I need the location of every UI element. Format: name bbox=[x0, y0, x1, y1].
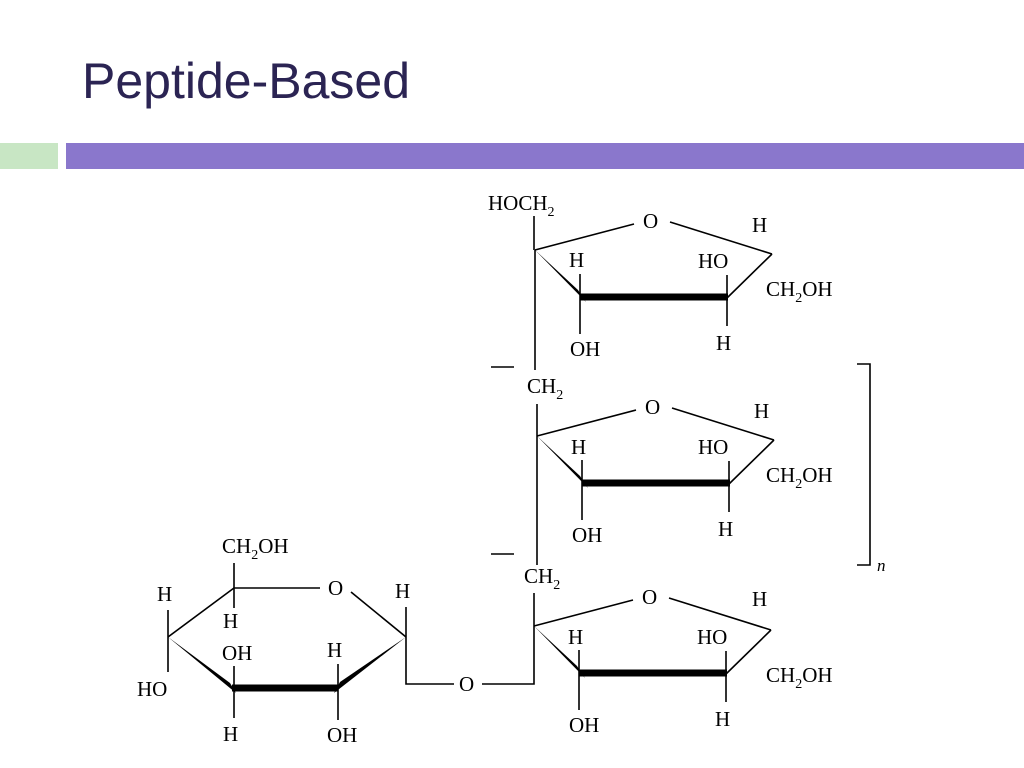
glc-oh-c2-down: OH bbox=[327, 723, 357, 747]
accent-bar-left bbox=[0, 143, 58, 169]
glc-ho-c4: HO bbox=[137, 677, 167, 701]
top-ring-o: O bbox=[643, 209, 658, 233]
glc-h-c5: H bbox=[223, 609, 238, 633]
mid-ch2oh-label: CH2OH bbox=[766, 463, 833, 492]
top-hoch2-label: HOCH2 bbox=[488, 191, 555, 220]
top-ho-c4: HO bbox=[698, 249, 728, 273]
accent-bar-right bbox=[66, 143, 1024, 169]
glucose-ring: CH2OH O H H H OH H HO H OH bbox=[137, 534, 410, 747]
mid-ho-c4: HO bbox=[698, 435, 728, 459]
glc-oh-c3: OH bbox=[222, 641, 252, 665]
glc-ch2oh-label: CH2OH bbox=[222, 534, 289, 563]
repeat-n: n bbox=[877, 556, 886, 575]
glc-h-anomeric: H bbox=[395, 579, 410, 603]
bottom-fructose-ring: CH2 O H H HO CH2OH OH H bbox=[524, 564, 833, 737]
bot-ch2-label: CH2 bbox=[524, 564, 560, 593]
slide-title: Peptide-Based bbox=[82, 53, 411, 109]
mid-ring-o: O bbox=[645, 395, 660, 419]
mid-h-c3: H bbox=[571, 435, 586, 459]
bot-h-c3: H bbox=[568, 625, 583, 649]
middle-fructose-ring: CH2 O H H HO CH2OH OH H bbox=[527, 374, 833, 547]
bot-ch2oh-label: CH2OH bbox=[766, 663, 833, 692]
mid-ch2-label: CH2 bbox=[527, 374, 563, 403]
top-h-c3: H bbox=[569, 248, 584, 272]
glycosidic-linkage: O bbox=[405, 626, 535, 696]
glc-h-c2: H bbox=[327, 638, 342, 662]
top-fructose-ring: HOCH2 O H H HO CH2OH OH H bbox=[488, 191, 833, 361]
bot-ring-o: O bbox=[642, 585, 657, 609]
glc-h-left: H bbox=[157, 582, 172, 606]
bot-h-c4: H bbox=[715, 707, 730, 731]
glycosidic-o: O bbox=[459, 672, 474, 696]
mid-h-c4: H bbox=[718, 517, 733, 541]
mid-h-right: H bbox=[754, 399, 769, 423]
repeat-bracket: n bbox=[857, 363, 886, 575]
mid-oh-c3: OH bbox=[572, 523, 602, 547]
glc-h-c3-down: H bbox=[223, 722, 238, 746]
top-oh-c3: OH bbox=[570, 337, 600, 361]
top-ch2oh-label: CH2OH bbox=[766, 277, 833, 306]
top-h-right: H bbox=[752, 213, 767, 237]
bot-oh-c3: OH bbox=[569, 713, 599, 737]
glc-ring-o: O bbox=[328, 576, 343, 600]
bot-ho-c4: HO bbox=[697, 625, 727, 649]
top-h-c4: H bbox=[716, 331, 731, 355]
bot-h-right: H bbox=[752, 587, 767, 611]
